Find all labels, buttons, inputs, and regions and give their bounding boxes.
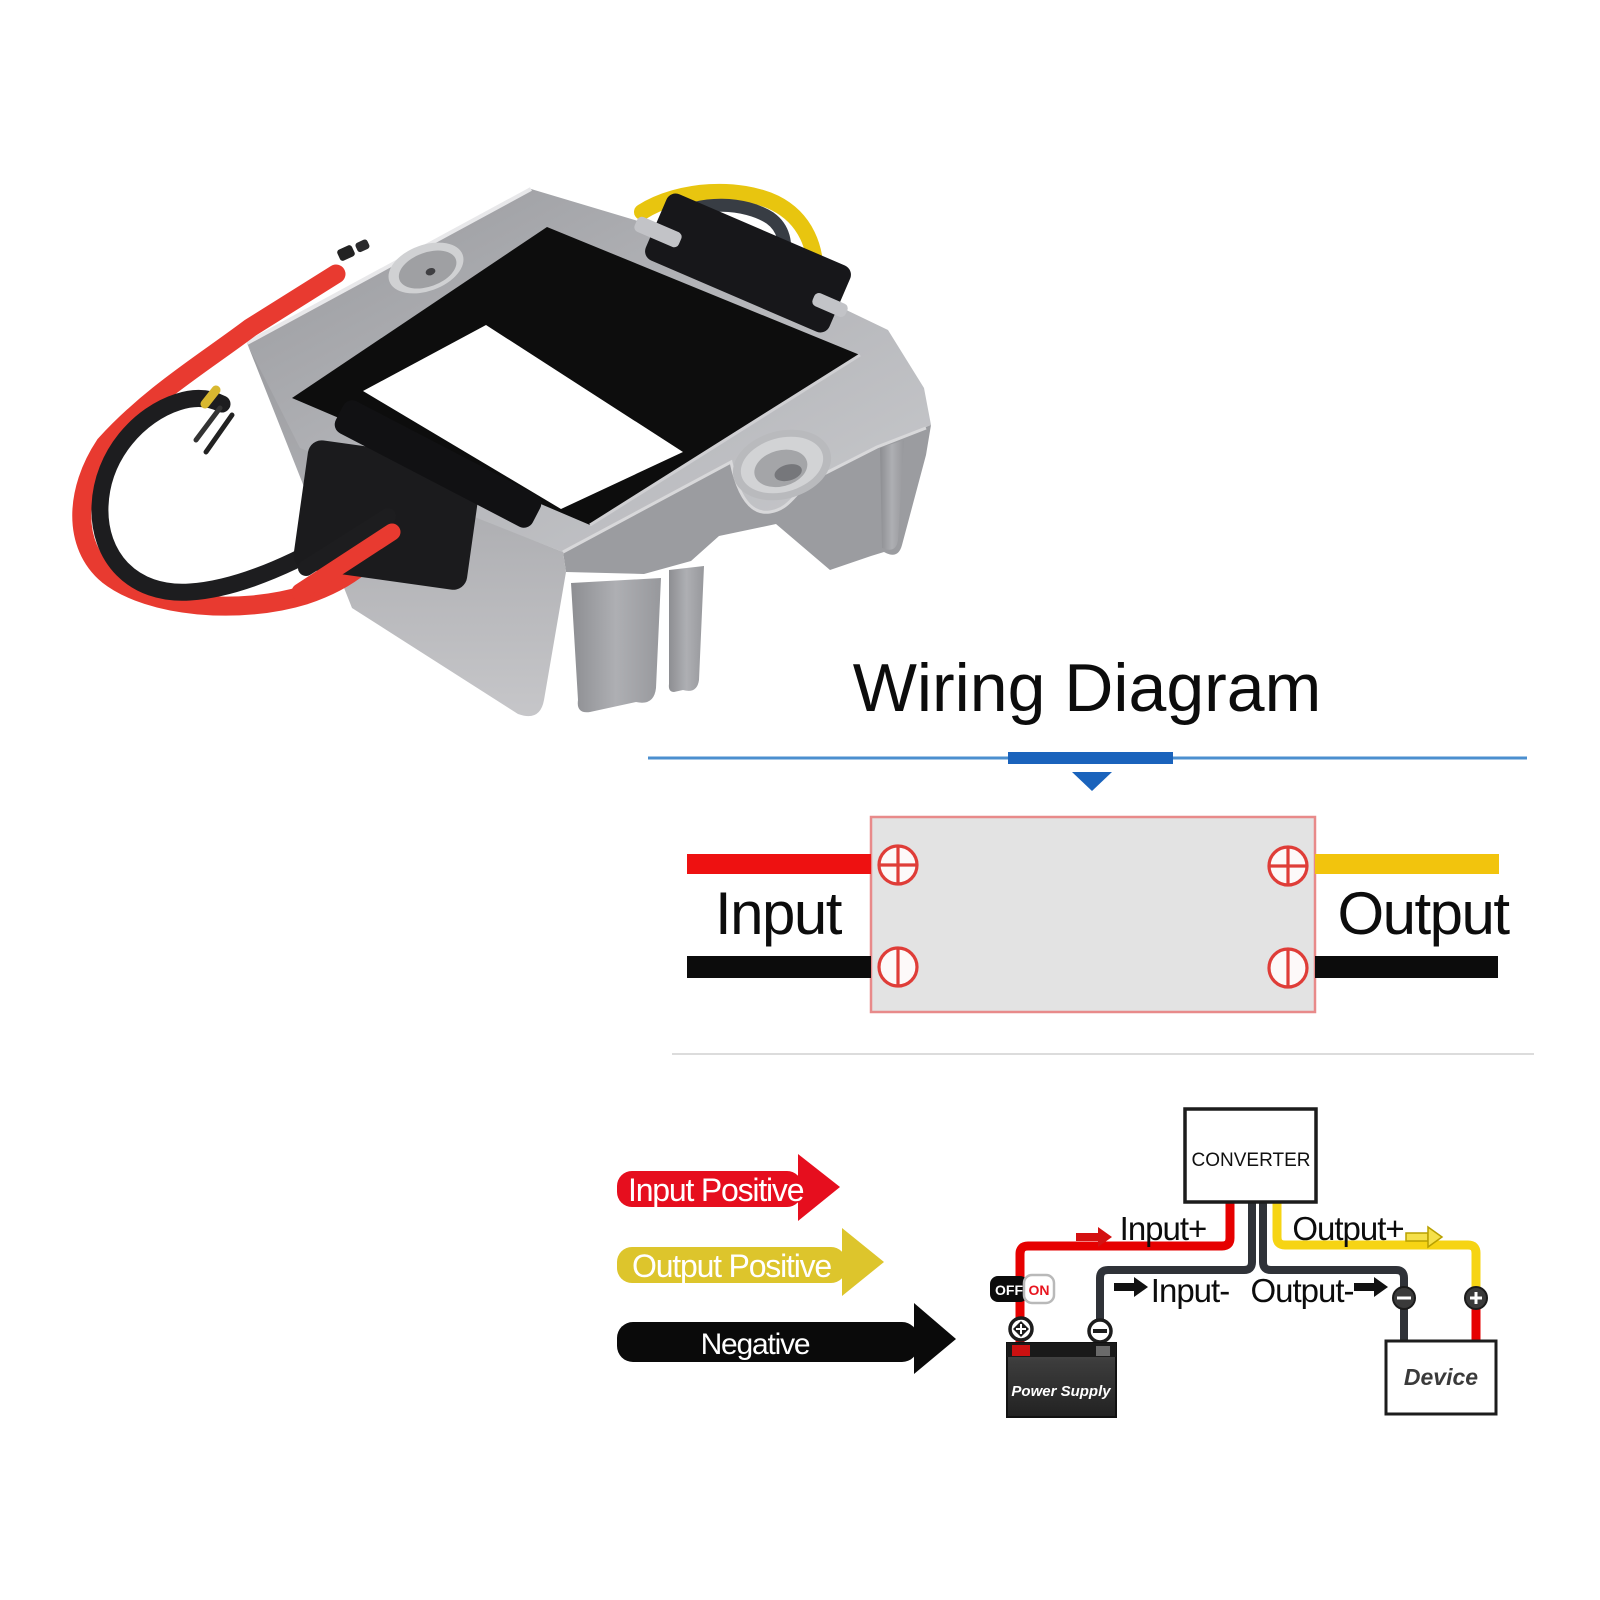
svg-text:Device: Device <box>1404 1364 1478 1390</box>
svg-text:Output Positive: Output Positive <box>632 1248 831 1284</box>
svg-text:Output-: Output- <box>1250 1272 1353 1309</box>
svg-text:Output: Output <box>1337 880 1510 947</box>
svg-text:Negative: Negative <box>701 1328 810 1361</box>
svg-text:Power Supply: Power Supply <box>1011 1383 1111 1400</box>
svg-text:Wiring Diagram: Wiring Diagram <box>853 650 1322 726</box>
svg-text:Input: Input <box>715 880 843 947</box>
svg-text:ON: ON <box>1029 1282 1050 1298</box>
svg-text:Input Positive: Input Positive <box>628 1172 804 1208</box>
svg-text:OFF: OFF <box>995 1282 1023 1298</box>
svg-text:Input-: Input- <box>1151 1272 1229 1309</box>
svg-text:CONVERTER: CONVERTER <box>1192 1150 1311 1171</box>
svg-text:Input+: Input+ <box>1120 1210 1207 1247</box>
svg-text:Output+: Output+ <box>1292 1210 1403 1247</box>
